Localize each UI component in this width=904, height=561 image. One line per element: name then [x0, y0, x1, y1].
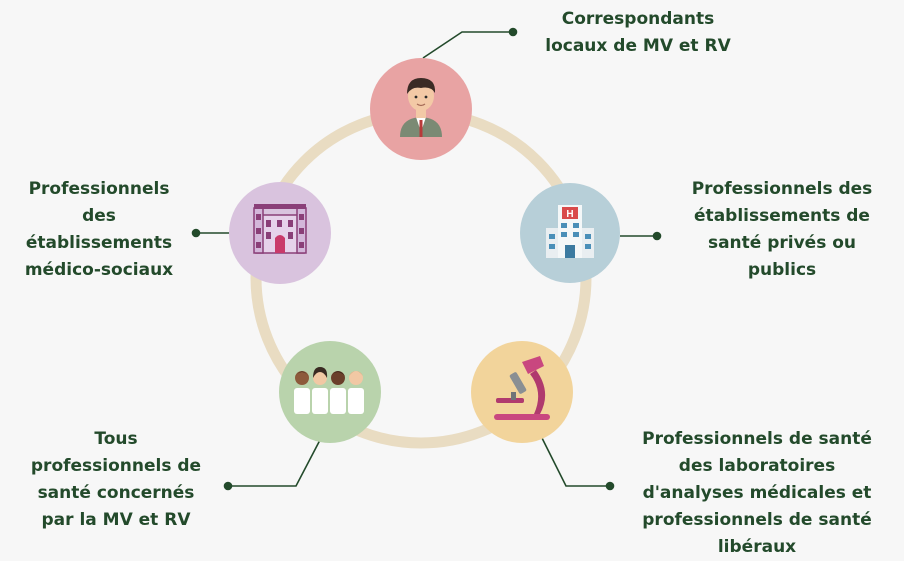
label-laboratoires: Professionnels de santé des laboratoires… [642, 429, 872, 557]
connector-dot-bottom-left [223, 481, 233, 491]
building-icon [253, 204, 307, 254]
connector-bottom-right [541, 437, 610, 487]
label-etablissements-sante: Professionnels des établissements de san… [691, 179, 873, 280]
hospital-icon: H [546, 205, 594, 258]
svg-text:H: H [566, 209, 573, 220]
label-tous-professionnels: Tous professionnels de santé concernés p… [30, 429, 202, 530]
microscope-icon [494, 356, 550, 420]
medical-team-icon [294, 367, 364, 414]
connectors [191, 27, 662, 491]
node-etablissements-sante: H [520, 183, 620, 283]
node-medico-sociaux [229, 182, 331, 284]
node-laboratoires [471, 341, 573, 443]
node-tous-professionnels [279, 341, 381, 443]
connector-bottom-left [228, 439, 321, 487]
node-correspondants [370, 58, 472, 160]
connector-top [422, 31, 513, 59]
connector-dot-bottom-right [605, 481, 615, 491]
connector-dot-right [652, 231, 662, 241]
label-medico-sociaux: Professionnels des établissements médico… [24, 179, 174, 280]
connector-dot-left [191, 228, 201, 238]
connector-dot-top [508, 27, 518, 37]
label-correspondants: Correspondants locaux de MV et RV [545, 9, 731, 56]
businessman-icon [400, 78, 442, 137]
